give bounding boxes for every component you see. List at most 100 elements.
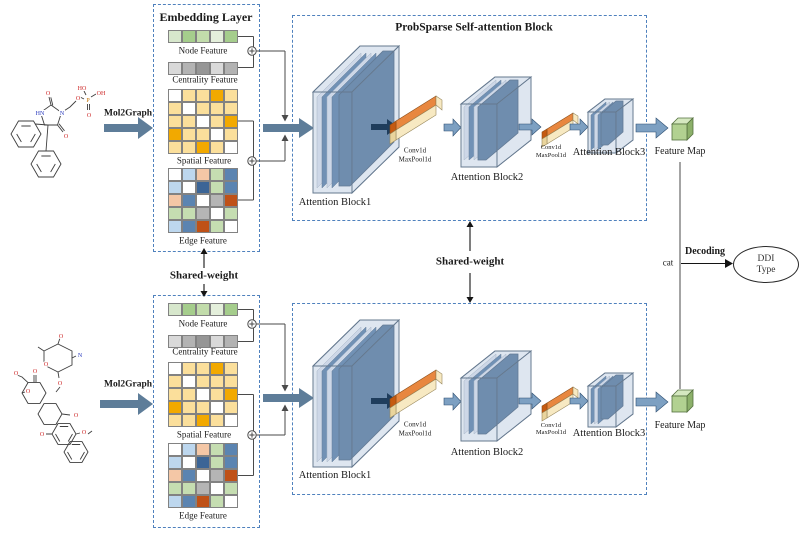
feature-cell (196, 30, 210, 43)
feature-cell (168, 62, 182, 75)
feature-cell (196, 207, 210, 220)
atom-label: O (64, 134, 69, 140)
edge-feature-grid-bottom (168, 443, 238, 508)
feature-cell (168, 207, 182, 220)
atom-label: O (46, 91, 51, 97)
feature-cell (196, 388, 210, 401)
feature-cell (182, 30, 196, 43)
atom-label: HO (78, 86, 87, 92)
atom-label: O (59, 334, 64, 340)
feature-cell (224, 207, 238, 220)
feature-cell (224, 181, 238, 194)
feature-cell (224, 362, 238, 375)
feature-cell (196, 168, 210, 181)
attention-block2-label-bottom: Attention Block2 (450, 446, 524, 458)
conv1d-label-bottom-2: Conv1d (540, 421, 562, 429)
feature-cell (182, 388, 196, 401)
mol2graph-arrow-bottom (100, 393, 153, 415)
feature-cell (196, 62, 210, 75)
feature-cell (196, 89, 210, 102)
atom-label: N (78, 353, 83, 359)
embedding-layer-title: Embedding Layer (159, 10, 253, 24)
conv1d-label-top-1: Conv1d (403, 146, 427, 155)
feature-cell (224, 168, 238, 181)
feature-cell (210, 207, 224, 220)
feature-cell (168, 469, 182, 482)
conv1d-label-bottom-1: Conv1d (403, 420, 427, 429)
atom-label: HN (36, 111, 45, 117)
maxpool1d-label-top-2: MaxPool1d (535, 151, 567, 159)
feature-cell (182, 194, 196, 207)
feature-cell (210, 482, 224, 495)
feature-cell (196, 456, 210, 469)
feature-cell (210, 89, 224, 102)
feature-cell (168, 194, 182, 207)
feature-cell (168, 30, 182, 43)
feature-cell (168, 362, 182, 375)
feature-cell (224, 375, 238, 388)
feature-cell (182, 456, 196, 469)
feature-cell (224, 443, 238, 456)
attention-block1-label-bottom: Attention Block1 (298, 469, 372, 481)
feature-cell (196, 220, 210, 233)
feature-cell (196, 141, 210, 154)
feature-cell (210, 401, 224, 414)
feature-cell (182, 128, 196, 141)
attention-block3-label-top: Attention Block3 (572, 146, 646, 158)
feature-cell (182, 207, 196, 220)
feature-cell (168, 181, 182, 194)
feature-cell (224, 115, 238, 128)
feature-cell (182, 115, 196, 128)
mol2graph-label-bottom: Mol2Graph (103, 379, 153, 390)
centrality-feature-label-bottom: Centrality Feature (172, 346, 238, 357)
feature-cell (182, 220, 196, 233)
ddi-type-line1: DDI (757, 254, 775, 265)
atom-label: O (33, 369, 38, 375)
feature-cell (210, 303, 224, 316)
probsparse-box-top (292, 15, 647, 221)
feature-cell (182, 181, 196, 194)
atom-label: O (44, 362, 49, 368)
feature-map-cube-top (671, 117, 694, 141)
feature-cell (210, 62, 224, 75)
feature-cell (224, 401, 238, 414)
feature-cell (224, 388, 238, 401)
feature-cell (196, 303, 210, 316)
feature-cell (182, 62, 196, 75)
feature-cell (196, 181, 210, 194)
edge-feature-label-top: Edge Feature (179, 235, 227, 246)
feature-cell (224, 194, 238, 207)
feature-cell (210, 335, 224, 348)
feature-cell (210, 456, 224, 469)
atom-label: O (40, 432, 45, 438)
mol2graph-arrow-top (104, 117, 153, 139)
feature-cell (168, 335, 182, 348)
edge-feature-label-bottom: Edge Feature (179, 510, 227, 521)
node-feature-row-top (168, 30, 238, 43)
feature-cell (168, 115, 182, 128)
feature-cell (182, 362, 196, 375)
maxpool1d-label-bottom-1: MaxPool1d (398, 429, 432, 438)
atom-label: O (82, 430, 87, 436)
probsparse-title: ProbSparse Self-attention Block (395, 21, 553, 34)
spatial-feature-grid-bottom (168, 362, 238, 427)
edge-feature-grid-top (168, 168, 238, 233)
feature-cell (196, 362, 210, 375)
atom-label: O (74, 413, 79, 419)
feature-cell (224, 62, 238, 75)
feature-cell (168, 303, 182, 316)
atom-label: P (86, 98, 90, 104)
feature-cell (210, 220, 224, 233)
feature-cell (196, 194, 210, 207)
feature-cell (182, 401, 196, 414)
node-feature-label-top: Node Feature (178, 45, 228, 56)
feature-cell (210, 194, 224, 207)
feature-cell (224, 335, 238, 348)
feature-cell (182, 168, 196, 181)
feature-cell (182, 443, 196, 456)
feature-cell (196, 128, 210, 141)
feature-cell (224, 303, 238, 316)
feature-cell (210, 443, 224, 456)
